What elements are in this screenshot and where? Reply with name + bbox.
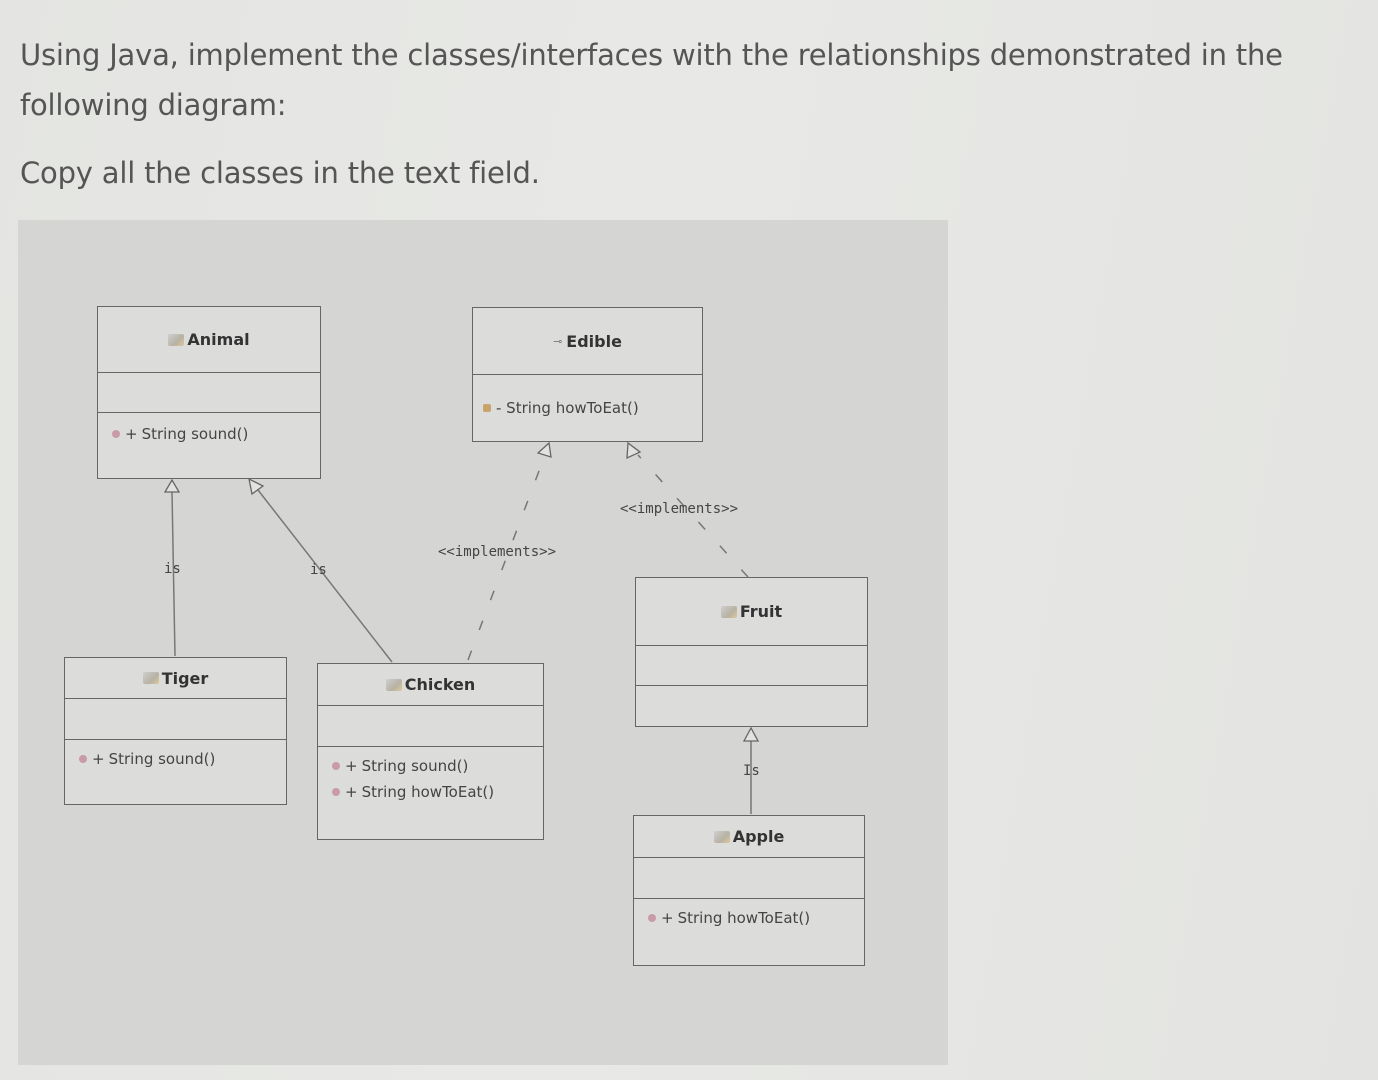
class-chicken-name: Chicken xyxy=(404,675,476,694)
label-implements-fruit: <<implements>> xyxy=(620,501,739,517)
label-is-tiger: is xyxy=(164,561,181,577)
question-line-2: Copy all the classes in the text field. xyxy=(20,156,540,190)
public-method-icon xyxy=(79,755,87,763)
class-fruit-operations xyxy=(636,685,867,726)
class-tiger-name: Tiger xyxy=(161,668,209,688)
class-animal: Animal +String sound() xyxy=(97,306,321,479)
label-is-apple: Is xyxy=(743,763,760,779)
edible-op-howtoeat: - String howToEat() xyxy=(496,399,639,417)
class-tiger-attributes xyxy=(65,698,286,739)
class-icon xyxy=(713,830,730,843)
label-is-chicken: is xyxy=(310,562,327,578)
question-text: Using Java, implement the classes/interf… xyxy=(20,30,1360,198)
chicken-op-howtoeat: String howToEat() xyxy=(361,783,495,801)
public-method-icon xyxy=(332,788,340,796)
class-fruit-attributes xyxy=(636,645,867,685)
class-icon xyxy=(142,672,159,684)
tiger-op-sound: String sound() xyxy=(108,750,216,768)
chicken-op-sound: String sound() xyxy=(361,757,469,775)
class-apple: Apple +String howToEat() xyxy=(633,815,865,966)
class-icon xyxy=(385,678,402,691)
interface-icon: ⊸ xyxy=(553,334,563,348)
class-chicken-attributes xyxy=(318,705,543,746)
animal-op-sound: String sound() xyxy=(141,425,249,443)
class-apple-name: Apple xyxy=(732,827,785,846)
public-method-icon xyxy=(332,762,340,770)
class-chicken: Chicken +String sound() +String howToEat… xyxy=(317,663,544,840)
interface-edible-name: Edible xyxy=(566,331,622,351)
class-animal-name: Animal xyxy=(187,330,250,349)
class-tiger: Tiger +String sound() xyxy=(64,657,287,805)
apple-op-howtoeat: String howToEat() xyxy=(677,909,811,927)
interface-edible: ⊸ Edible - String howToEat() xyxy=(472,307,703,442)
abstract-method-icon xyxy=(483,404,491,412)
class-apple-attributes xyxy=(634,857,864,898)
question-line-1: Using Java, implement the classes/interf… xyxy=(20,38,1283,122)
class-fruit-name: Fruit xyxy=(739,602,783,621)
public-method-icon xyxy=(112,430,120,438)
label-implements-chicken: <<implements>> xyxy=(438,544,557,560)
class-animal-attributes xyxy=(98,372,320,412)
public-method-icon xyxy=(648,914,656,922)
class-icon xyxy=(720,605,737,618)
class-icon xyxy=(168,333,185,346)
class-fruit: Fruit xyxy=(635,577,868,727)
